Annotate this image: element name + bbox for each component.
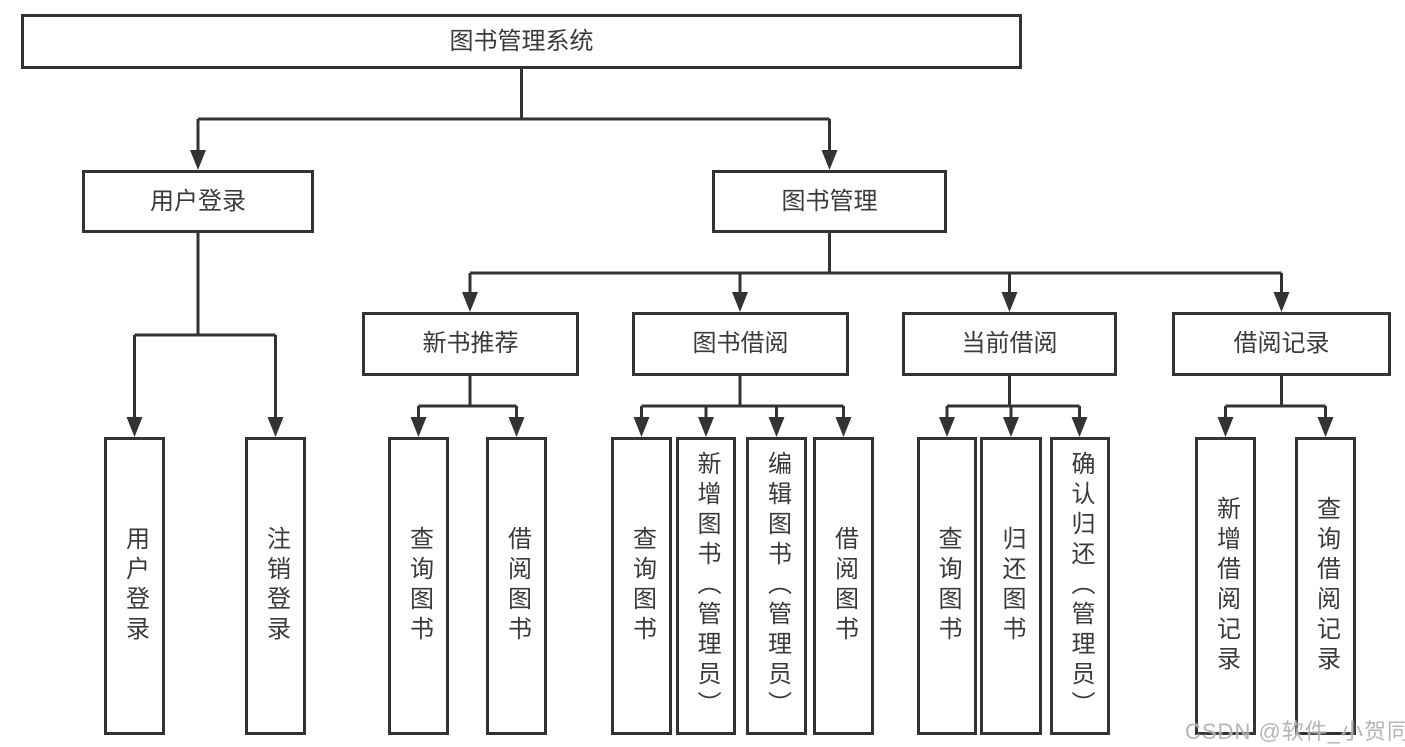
node-leaf-return-books-label: 归还图书 bbox=[998, 526, 1025, 646]
node-leaf-logout: 注销登录 bbox=[245, 437, 306, 735]
node-leaf-confirm-return-admin-label: 确认归还（管理员） bbox=[1067, 451, 1094, 721]
node-leaf-confirm-return-admin: 确认归还（管理员） bbox=[1050, 437, 1110, 735]
node-leaf-query-books-3: 查询图书 bbox=[917, 437, 977, 735]
node-leaf-add-borrow-record: 新增借阅记录 bbox=[1195, 437, 1256, 735]
node-leaf-return-books: 归还图书 bbox=[980, 437, 1042, 735]
node-leaf-edit-books-admin: 编辑图书（管理员） bbox=[746, 437, 807, 735]
node-leaf-query-borrow-record: 查询借阅记录 bbox=[1295, 437, 1356, 735]
node-leaf-edit-books-admin-label: 编辑图书（管理员） bbox=[763, 451, 791, 721]
node-leaf-user-login: 用户登录 bbox=[104, 437, 165, 735]
node-leaf-borrow-books-1-label: 借阅图书 bbox=[503, 526, 531, 646]
node-user-login: 用户登录 bbox=[82, 170, 314, 233]
node-leaf-query-books-1-label: 查询图书 bbox=[405, 526, 433, 646]
node-leaf-query-books-1: 查询图书 bbox=[388, 437, 449, 735]
node-leaf-borrow-books-2-label: 借阅图书 bbox=[830, 526, 858, 646]
node-new-book-recommend: 新书推荐 bbox=[362, 312, 579, 376]
node-leaf-add-books-admin-label: 新增图书（管理员） bbox=[693, 451, 720, 721]
node-book-borrow: 图书借阅 bbox=[632, 312, 849, 376]
node-leaf-query-books-2-label: 查询图书 bbox=[628, 526, 656, 646]
node-current-borrow: 当前借阅 bbox=[902, 312, 1117, 376]
node-leaf-query-books-2: 查询图书 bbox=[611, 437, 672, 735]
node-library-system: 图书管理系统 bbox=[21, 14, 1022, 69]
csdn-watermark: CSDN @软件_小贺同学 bbox=[1185, 719, 1405, 744]
node-leaf-logout-label: 注销登录 bbox=[262, 526, 290, 646]
node-leaf-add-borrow-record-label: 新增借阅记录 bbox=[1212, 496, 1240, 676]
node-leaf-query-borrow-record-label: 查询借阅记录 bbox=[1312, 496, 1340, 676]
node-leaf-add-books-admin: 新增图书（管理员） bbox=[676, 437, 736, 735]
node-leaf-borrow-books-2: 借阅图书 bbox=[813, 437, 874, 735]
node-leaf-borrow-books-1: 借阅图书 bbox=[486, 437, 547, 735]
node-book-management: 图书管理 bbox=[712, 170, 947, 233]
node-leaf-query-books-3-label: 查询图书 bbox=[934, 526, 961, 646]
node-borrow-records: 借阅记录 bbox=[1172, 312, 1391, 376]
node-leaf-user-login-label: 用户登录 bbox=[121, 526, 149, 646]
